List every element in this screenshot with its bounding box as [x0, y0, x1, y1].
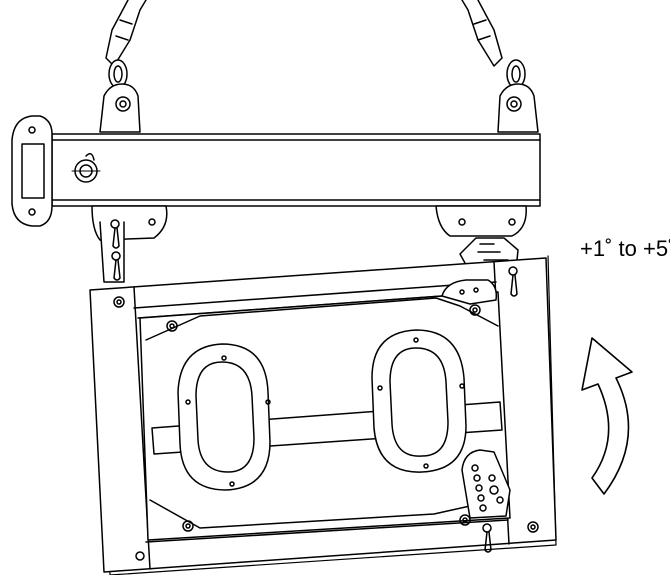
bottom-quick-pin — [482, 523, 492, 553]
tilt-angle-label: +1˚ to +5˚ — [580, 236, 670, 261]
right-port-opening — [371, 329, 467, 473]
top-rigging-plate — [441, 279, 498, 305]
rigging-bar — [11, 115, 541, 227]
right-suspension-shackle — [461, 0, 539, 133]
curved-arrow-icon — [581, 337, 633, 495]
left-port-opening — [177, 343, 271, 491]
left-hinge-link — [99, 219, 125, 283]
left-suspension-shackle — [99, 0, 147, 133]
bar-bracket-right — [435, 205, 527, 237]
top-right-quick-pin — [508, 266, 518, 297]
bottom-rigging-plate — [461, 449, 511, 519]
